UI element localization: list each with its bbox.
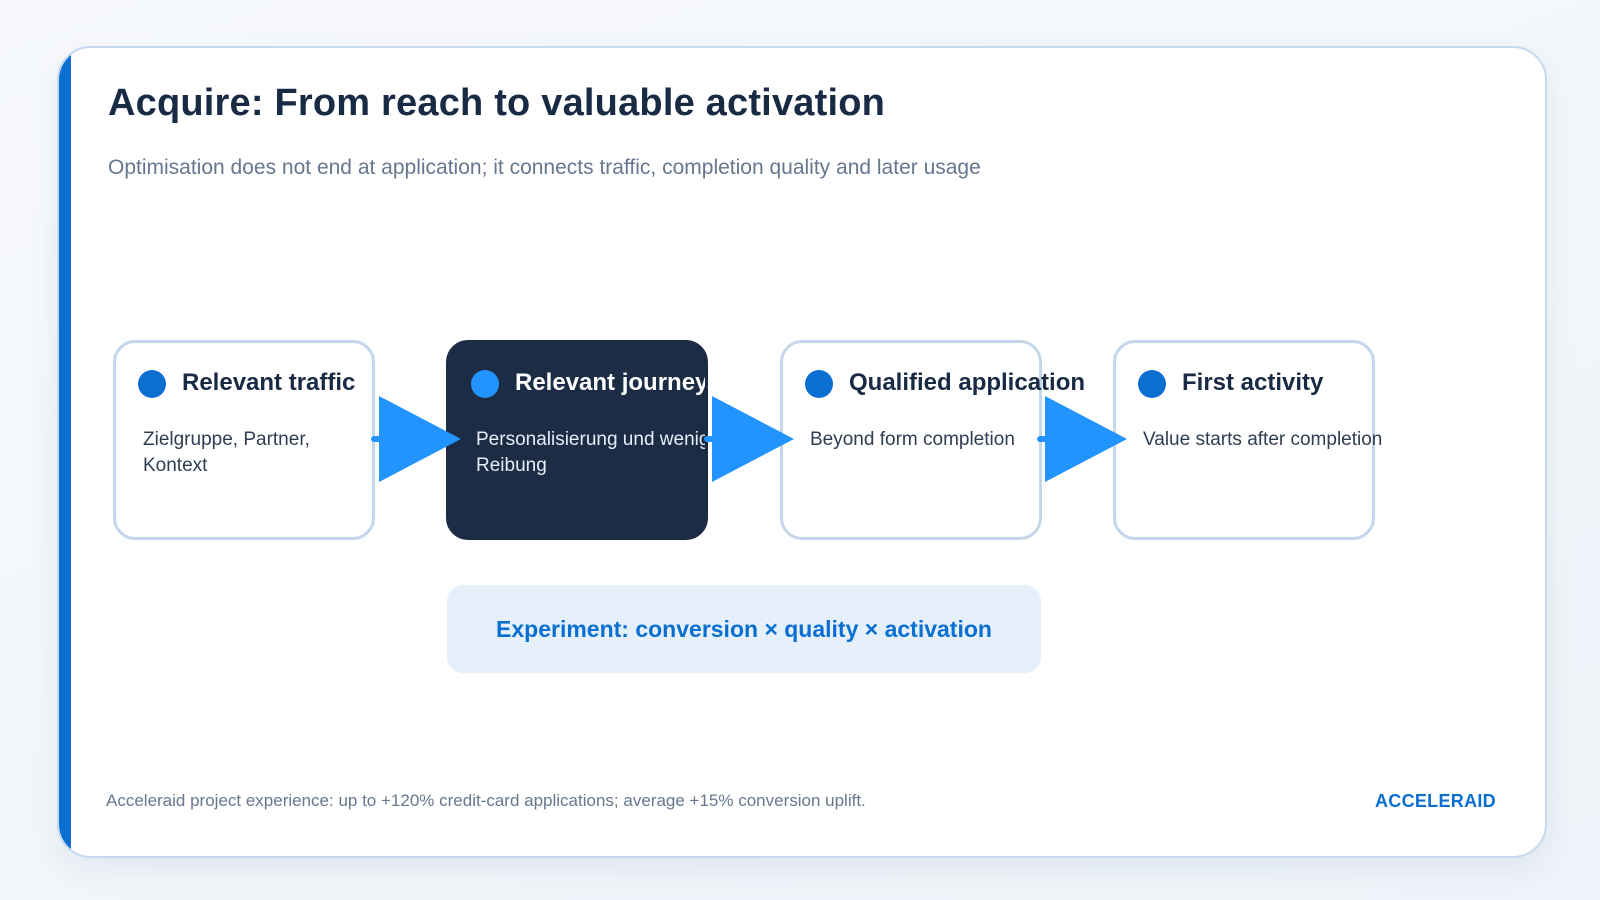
- step-description: Beyond form completion: [810, 429, 1015, 450]
- step-card-qualified-application: Qualified application Beyond form comple…: [780, 340, 1085, 540]
- step-dot-icon: [471, 370, 499, 398]
- step-title: First activity: [1182, 369, 1324, 396]
- step-description: Value starts after completion: [1143, 429, 1383, 450]
- slide-card: Acquire: From reach to valuable activati…: [57, 46, 1547, 858]
- slide-subtitle: Optimisation does not end at application…: [108, 156, 981, 179]
- accent-bar: [59, 48, 71, 856]
- step-card-relevant-journey: Relevant journey Personalisierung und we…: [446, 340, 708, 540]
- step-dot-icon: [1138, 370, 1166, 398]
- step-description: Personalisierung und weniger Reibung: [476, 429, 708, 476]
- step-title: Qualified application: [849, 369, 1086, 396]
- step-dot-icon: [138, 370, 166, 398]
- step-title: Relevant traffic: [182, 369, 356, 396]
- step-card-relevant-traffic: Relevant traffic Zielgruppe, Partner, Ko…: [113, 340, 375, 540]
- process-flow: Relevant traffic Zielgruppe, Partner, Ko…: [59, 48, 1545, 856]
- step-description: Zielgruppe, Partner, Kontext: [143, 429, 310, 476]
- brand-logo: ACCELERAID: [1374, 791, 1496, 811]
- step-card-first-activity: First activity Value starts after comple…: [1113, 340, 1382, 540]
- step-dot-icon: [805, 370, 833, 398]
- step-title: Relevant journey: [515, 369, 708, 396]
- experiment-callout: Experiment: conversion × quality × activ…: [447, 585, 1041, 673]
- footer-note: Acceleraid project experience: up to +12…: [106, 791, 866, 810]
- slide-title: Acquire: From reach to valuable activati…: [108, 82, 886, 124]
